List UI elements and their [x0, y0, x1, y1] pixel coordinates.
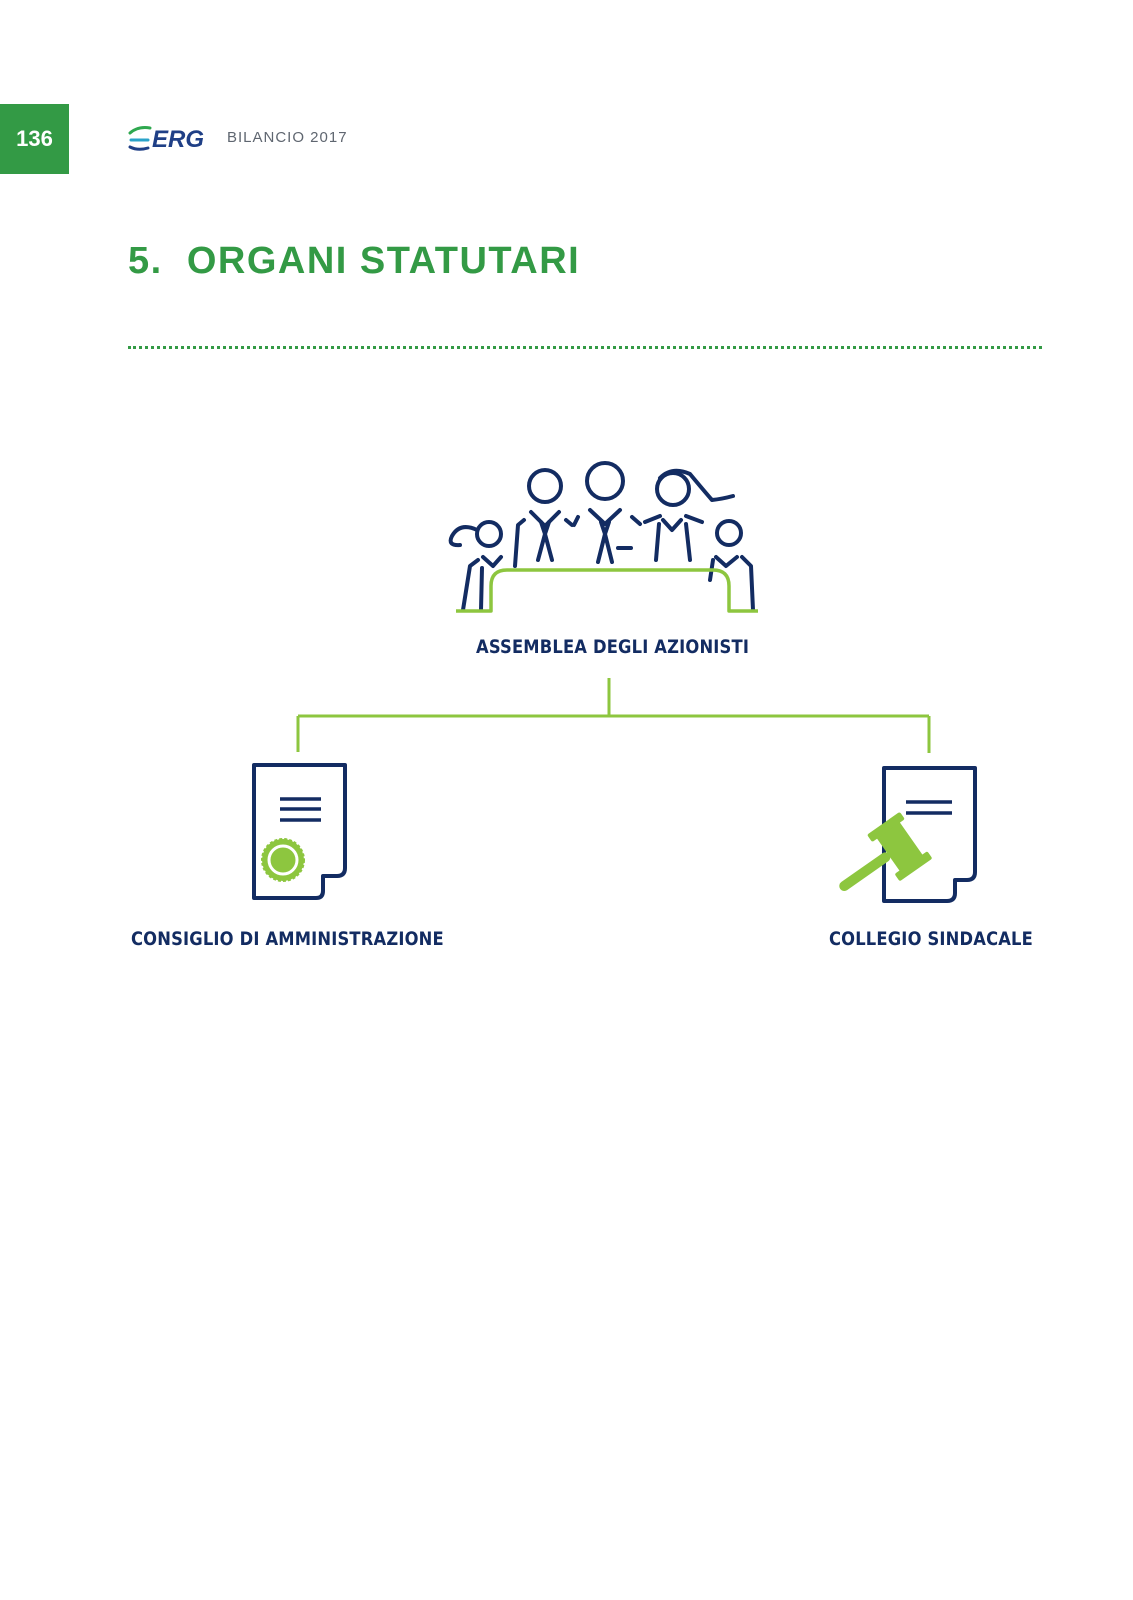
assembly-label: ASSEMBLEA DEGLI AZIONISTI	[476, 636, 750, 658]
connector-lines	[296, 678, 931, 753]
section-number: 5.	[128, 240, 163, 282]
logo-text: ERG	[152, 126, 204, 152]
page-title: 5. ORGANI STATUTARI	[128, 240, 580, 283]
report-title: BILANCIO 2017	[227, 129, 348, 146]
meeting-table-icon	[456, 568, 758, 613]
page-number: 136	[0, 104, 69, 174]
erg-logo: ERG	[128, 126, 204, 152]
section-title: ORGANI STATUTARI	[186, 240, 581, 282]
certificate-document-icon	[252, 763, 347, 900]
board-of-auditors-label: COLLEGIO SINDACALE	[829, 928, 1033, 950]
gavel-document-icon	[839, 766, 977, 903]
board-of-directors-label: CONSIGLIO DI AMMINISTRAZIONE	[131, 928, 444, 950]
shareholders-meeting-icon	[448, 461, 755, 612]
section-divider	[128, 346, 1042, 349]
